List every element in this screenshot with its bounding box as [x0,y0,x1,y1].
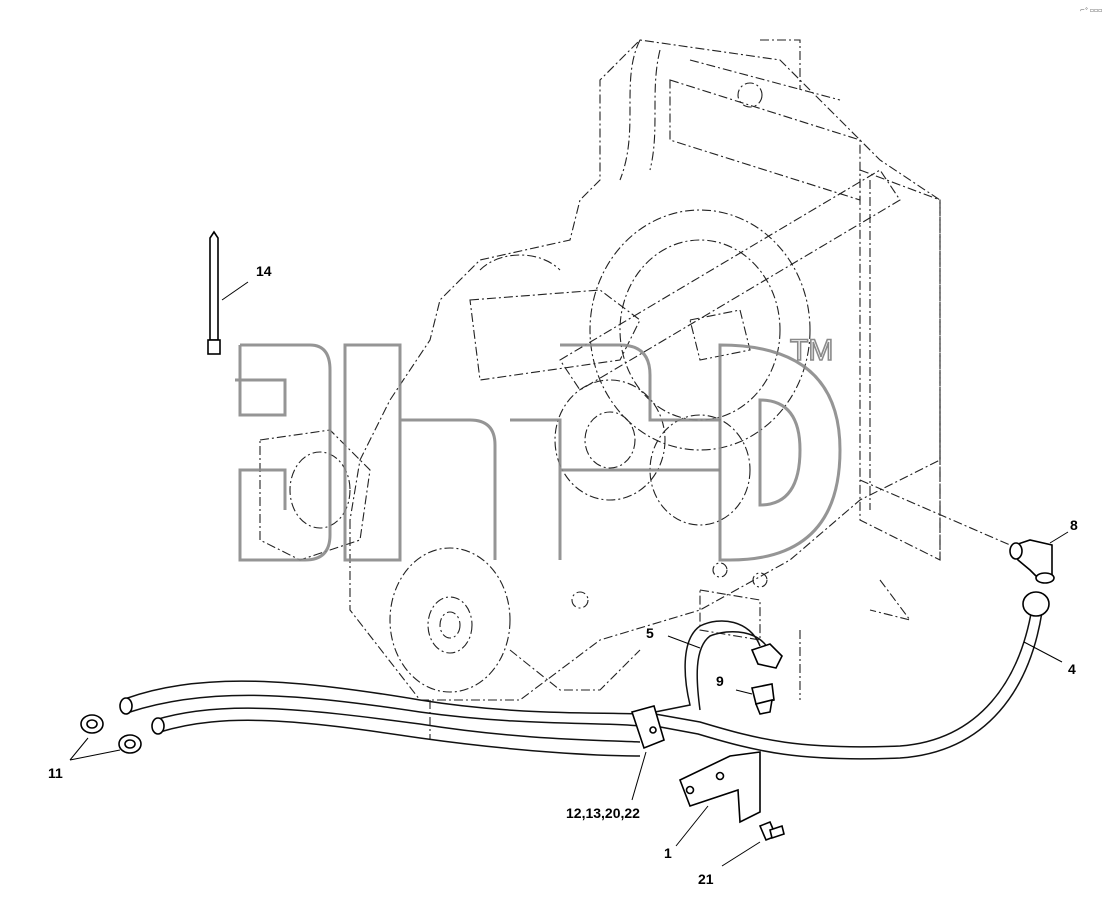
part-11-hose-clamps [69,714,142,761]
part-12-hose-block [630,705,665,801]
trademark-mark: TM [790,334,833,367]
callout-4: 4 [1068,661,1076,677]
part-8-elbow-fitting [1009,531,1069,584]
engine-phantom-outline [259,39,1011,740]
callout-21: 21 [698,871,714,887]
callout-9: 9 [716,673,724,689]
corner-mark: ⌐° ▫▫▫ [1080,7,1102,14]
part-14-cable-tie [207,230,249,355]
callout-5: 5 [646,625,654,641]
callout-8: 8 [1070,517,1078,533]
callout-12-13-20-22: 12,13,20,22 [566,805,640,821]
part-5-hose [654,620,783,713]
callout-11: 11 [48,765,63,781]
callout-14: 14 [256,263,272,279]
twin-hoses [119,680,641,757]
part-1-bracket [675,751,761,847]
part-21-bolt [721,820,785,867]
part-9-adapter [735,683,775,715]
callout-1: 1 [664,845,672,861]
part-4-hose [654,591,1063,760]
watermark-logo: TM [235,333,842,562]
